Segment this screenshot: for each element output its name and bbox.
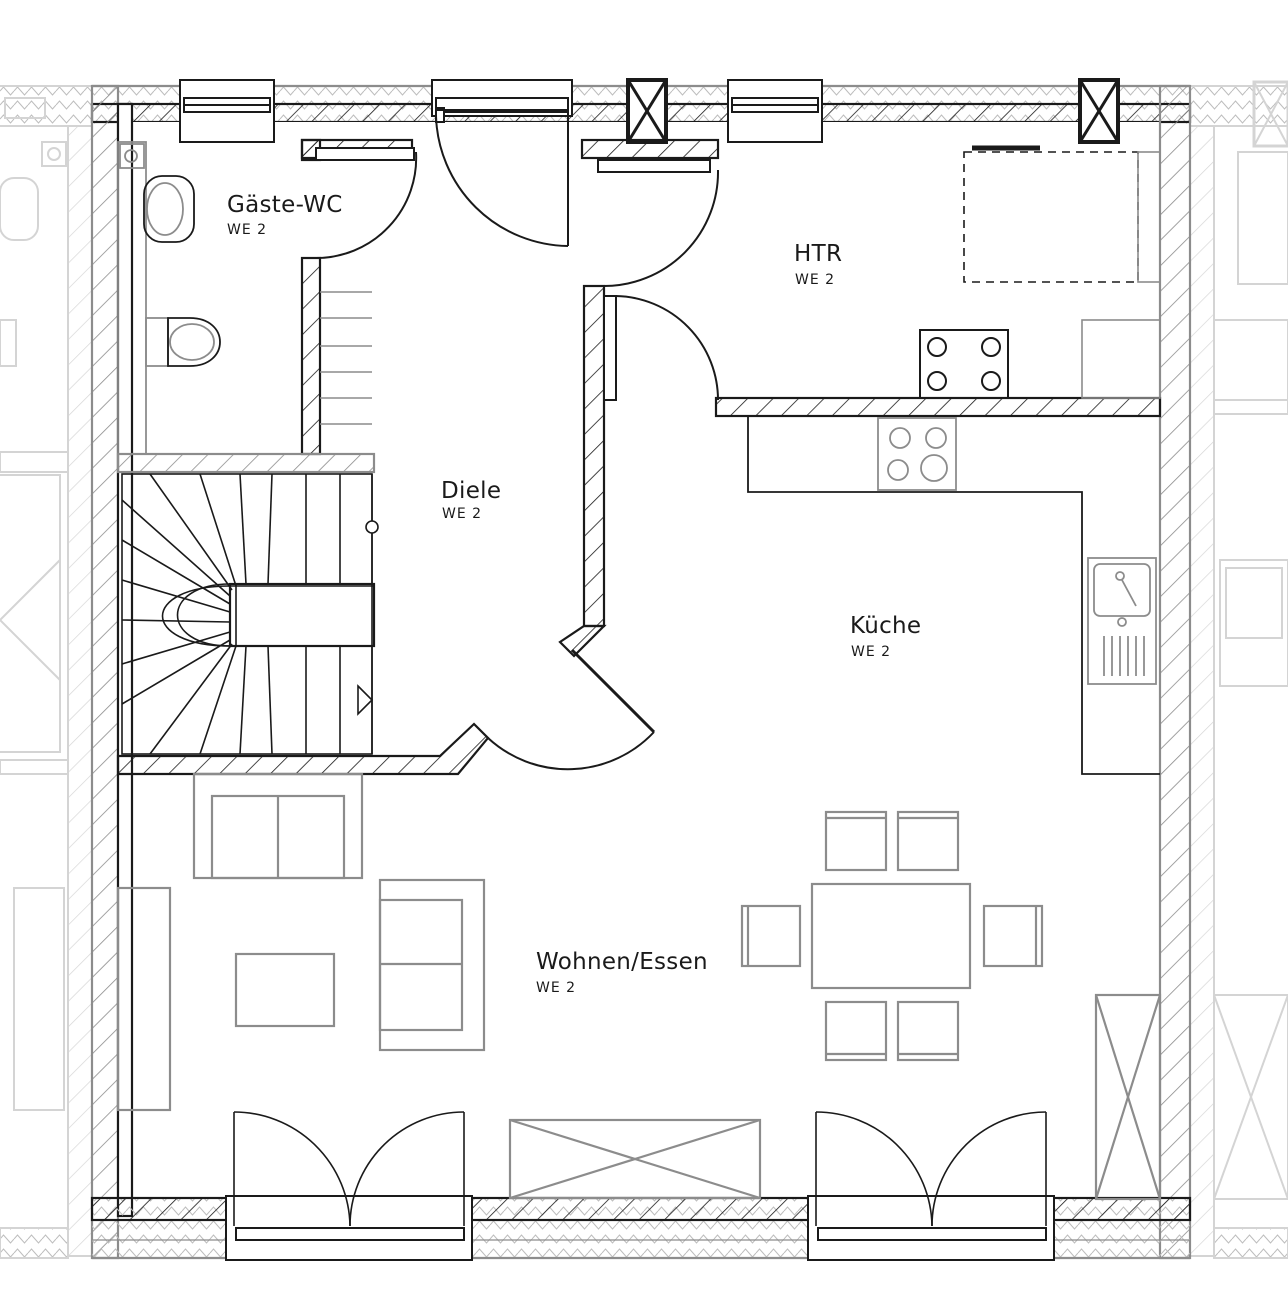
bottom-openings: [225, 1195, 1055, 1261]
doors: [315, 107, 720, 771]
room-name: Küche: [850, 613, 921, 639]
room-name: Gäste-WC: [227, 192, 343, 218]
room-label-wohnen-essen: Wohnen/Essen WE 2: [536, 949, 708, 996]
neighbor-unit-right: [1189, 80, 1288, 1259]
terrace-doors: [233, 1111, 1047, 1227]
room-unit: WE 2: [795, 272, 835, 288]
staircase: [121, 473, 379, 755]
room-label-htr: HTR WE 2: [794, 241, 842, 288]
top-openings: [179, 78, 1120, 144]
kitchen-fixtures: [747, 416, 1160, 775]
living-furniture: [116, 772, 1162, 1201]
interior-walls: [116, 138, 1162, 776]
room-label-diele: Diele WE 2: [441, 478, 501, 522]
room-label-kueche: Küche WE 2: [850, 613, 921, 660]
room-label-gaeste-wc: Gäste-WC WE 2: [227, 192, 343, 238]
room-name: HTR: [794, 241, 842, 267]
diele-shelf: [320, 291, 372, 425]
neighbor-unit-left: [0, 85, 93, 1259]
room-name: Wohnen/Essen: [536, 949, 708, 975]
room-unit: WE 2: [442, 506, 482, 522]
room-name: Diele: [441, 478, 501, 504]
htr-fixtures: [919, 145, 1161, 399]
room-unit: WE 2: [851, 644, 891, 660]
room-unit: WE 2: [536, 980, 576, 996]
room-unit: WE 2: [227, 222, 267, 238]
wc-fixtures: [117, 141, 221, 455]
exterior-walls: [90, 84, 1192, 1260]
